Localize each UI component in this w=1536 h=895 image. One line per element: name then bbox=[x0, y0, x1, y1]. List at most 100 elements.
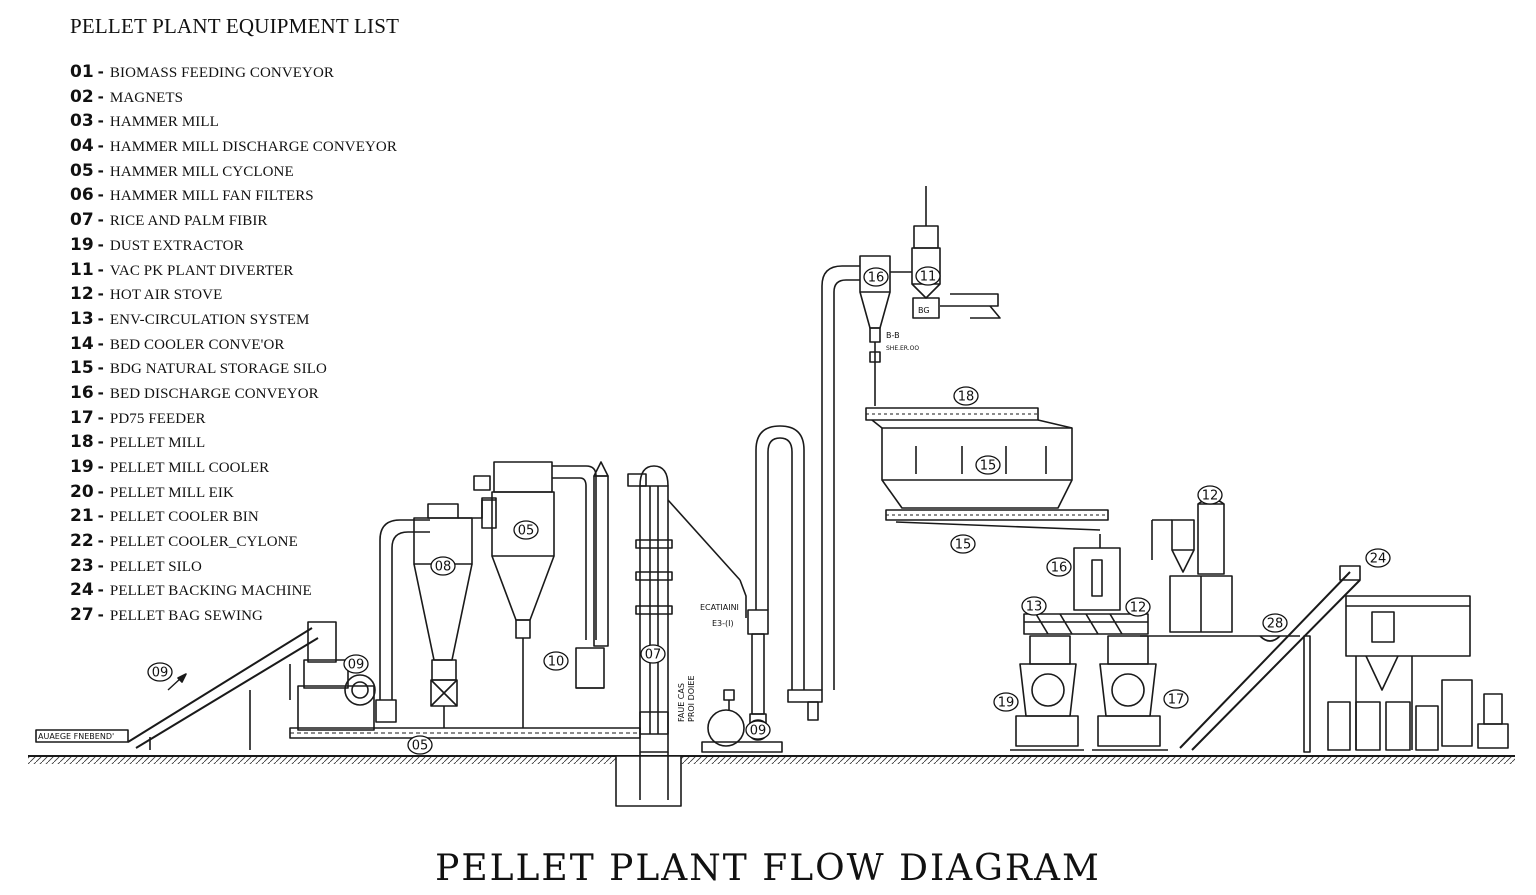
callout-circle bbox=[1125, 597, 1151, 617]
equipment-dash: - bbox=[97, 63, 104, 81]
equipment-dash: - bbox=[97, 458, 104, 476]
equipment-name: BED DISCHARGE CONVEYOR bbox=[109, 385, 319, 402]
equipment-item: 05-HAMMER MILL CYCLONE bbox=[70, 159, 397, 184]
callout-number: 13 bbox=[1026, 600, 1043, 615]
equipment-number: 05 bbox=[70, 160, 94, 181]
equipment-item: 04-HAMMER MILL DISCHARGE CONVEYOR bbox=[70, 134, 397, 159]
equipment-number: 23 bbox=[70, 555, 94, 576]
storage-silo bbox=[865, 407, 1109, 531]
equipment-dash: - bbox=[97, 285, 104, 304]
equipment-item: 17-PD75 FEEDER bbox=[70, 406, 397, 431]
equipment-item: 12-HOT AIR STOVE bbox=[70, 282, 397, 307]
equipment-dash: - bbox=[97, 137, 104, 156]
vertical-label-a: FAUE CAS bbox=[677, 683, 686, 722]
equipment-number: 17 bbox=[70, 407, 94, 428]
stack-filter-11 bbox=[890, 186, 1001, 319]
equipment-name: PELLET MILL EIK bbox=[109, 484, 234, 501]
equipment-item: 21-PELLET COOLER BIN bbox=[70, 504, 397, 529]
equipment-name: PELLET SILO bbox=[109, 558, 202, 575]
dryer-loop-pipe bbox=[755, 265, 860, 721]
equipment-list-title: PELLET PLANT EQUIPMENT LIST bbox=[70, 14, 400, 38]
equipment-number: 21 bbox=[70, 506, 94, 527]
equipment-dash: - bbox=[97, 260, 104, 279]
callout-circle bbox=[1046, 557, 1072, 577]
equipment-dash: - bbox=[97, 556, 104, 575]
equipment-dash: - bbox=[97, 186, 104, 205]
equipment-number: 15 bbox=[70, 358, 94, 379]
equipment-name: MAGNETS bbox=[109, 89, 184, 106]
equipment-number: 16 bbox=[70, 382, 94, 403]
callout-number: 10 bbox=[548, 655, 565, 670]
equipment-name: PELLET COOLER_CYLONE bbox=[109, 534, 298, 551]
callout-number: 16 bbox=[868, 271, 885, 286]
callout-number: 16 bbox=[1051, 561, 1068, 576]
pellet-mill-left bbox=[1010, 635, 1084, 751]
ground-line bbox=[28, 755, 1515, 807]
equipment-name: PD75 FEEDER bbox=[109, 410, 206, 427]
callout-number: 07 bbox=[645, 648, 662, 663]
equipment-number: 01 bbox=[70, 62, 94, 82]
equipment-item: 23-PELLET SILO bbox=[70, 554, 397, 579]
callout-number: 09 bbox=[750, 724, 767, 739]
callout-circle bbox=[1021, 596, 1047, 616]
equipment-name: HAMMER MILL bbox=[109, 114, 219, 131]
equipment-dash: - bbox=[97, 408, 104, 427]
cyclone-08 bbox=[413, 503, 473, 728]
callout-circle bbox=[950, 534, 976, 554]
equipment-item: 27-PELLET BAG SEWING bbox=[70, 603, 397, 628]
equipment-dash: - bbox=[97, 112, 104, 131]
callout-number: 28 bbox=[1267, 617, 1284, 632]
pneumatic-pipe bbox=[379, 519, 430, 700]
equipment-dash: - bbox=[97, 87, 104, 106]
callout-number: 09 bbox=[152, 666, 169, 681]
equipment-item: 07-RICE AND PALM FIBIR bbox=[70, 208, 397, 233]
equipment-dash: - bbox=[97, 606, 104, 625]
cyclone-tag-b: SHE.ER.OO bbox=[886, 345, 919, 352]
valve-sub-label: E3-(I) bbox=[712, 619, 734, 628]
callout-number: 24 bbox=[1370, 552, 1387, 567]
equipment-dash: - bbox=[97, 433, 104, 452]
equipment-item: 20-PELLET MILL EIK bbox=[70, 480, 397, 505]
callout-number: 12 bbox=[1130, 601, 1147, 616]
equipment-number: 24 bbox=[70, 580, 94, 601]
equipment-item: 16-BED DISCHARGE CONVEYOR bbox=[70, 381, 397, 406]
equipment-item: 22-PELLET COOLER_CYLONE bbox=[70, 529, 397, 554]
fan-filter-10 bbox=[575, 461, 609, 689]
equipment-dash: - bbox=[97, 507, 104, 526]
equipment-name: ENV-CIRCULATION SYSTEM bbox=[109, 311, 310, 328]
equipment-name: HAMMER MILL FAN FILTERS bbox=[109, 188, 314, 205]
diagram-title: PELLET PLANT FLOW DIAGRAM bbox=[435, 848, 1101, 889]
equipment-number: 11 bbox=[70, 259, 94, 280]
pellet-mill-frame bbox=[1023, 534, 1149, 635]
equipment-dash: - bbox=[97, 581, 104, 600]
biomass-feeding-conveyor bbox=[35, 627, 319, 750]
equipment-item: 15-BDG NATURAL STORAGE SILO bbox=[70, 356, 397, 381]
equipment-number: 07 bbox=[70, 210, 94, 231]
equipment-item: 06-HAMMER MILL FAN FILTERS bbox=[70, 183, 397, 208]
bucket-elevator bbox=[627, 465, 741, 800]
pellet-cooler bbox=[1151, 498, 1233, 633]
equipment-number: 19 bbox=[70, 234, 94, 255]
equipment-number: 04 bbox=[70, 136, 94, 157]
vertical-label-b: PROI DOIEE bbox=[687, 675, 696, 722]
packing-machine bbox=[1140, 595, 1509, 753]
equipment-name: HOT AIR STOVE bbox=[109, 287, 223, 304]
equipment-number: 19 bbox=[70, 457, 94, 477]
equipment-dash: - bbox=[97, 161, 104, 180]
callout-circle bbox=[953, 386, 979, 406]
callout-circle bbox=[1163, 689, 1189, 709]
equipment-name: HAMMER MILL DISCHARGE CONVEYOR bbox=[109, 139, 397, 156]
equipment-name: BIOMASS FEEDING CONVEYOR bbox=[109, 65, 334, 81]
equipment-item: 24-PELLET BACKING MACHINE bbox=[70, 578, 397, 603]
callout-number: 11 bbox=[920, 270, 937, 285]
valve-drop bbox=[739, 579, 769, 729]
equipment-dash: - bbox=[97, 309, 104, 328]
callout-number: 15 bbox=[980, 459, 997, 474]
cyclone-16 bbox=[859, 255, 891, 406]
callout-circle bbox=[543, 651, 569, 671]
callout-number: 09 bbox=[348, 658, 365, 673]
equipment-name: HAMMER MILL CYCLONE bbox=[109, 163, 294, 180]
callout-circle bbox=[993, 692, 1019, 712]
